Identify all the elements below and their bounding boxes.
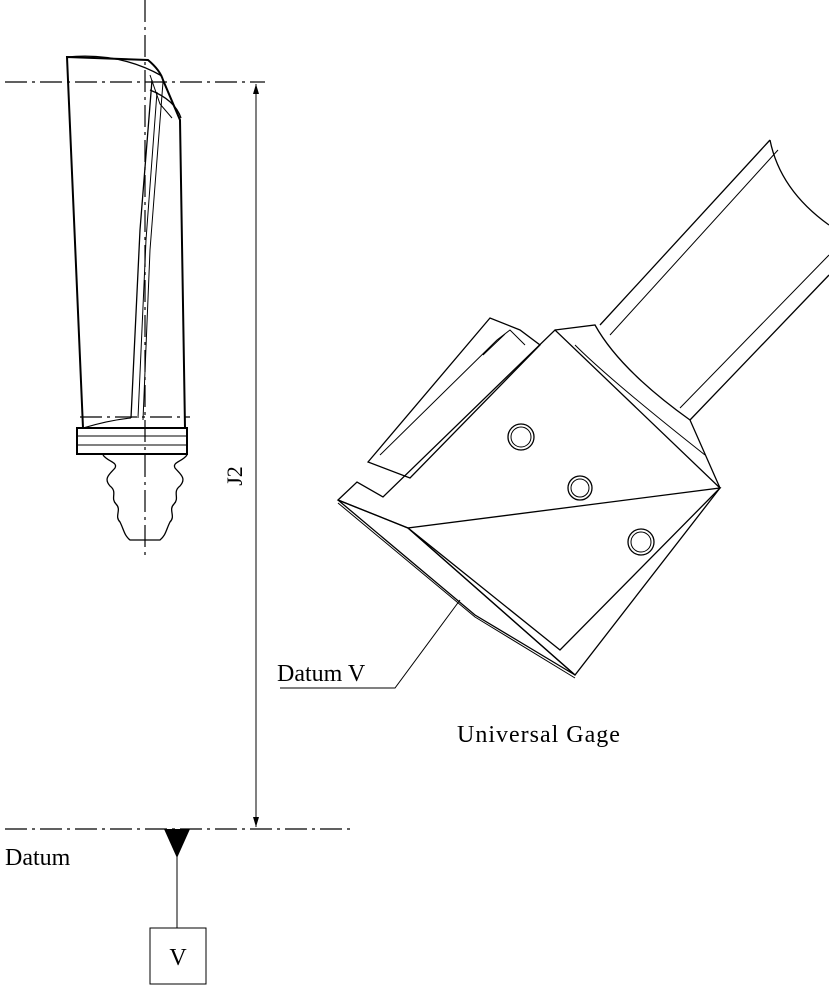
gage-bolt-3-inner xyxy=(630,531,652,553)
blade-fillet xyxy=(82,417,132,429)
blade-tip-edge xyxy=(149,74,173,119)
datum-symbol: V xyxy=(149,829,207,985)
gage-bolt-1 xyxy=(507,423,535,451)
gage-block-edge xyxy=(337,502,576,679)
datum-triangle xyxy=(164,829,190,858)
gage-clamp-slot xyxy=(379,329,526,456)
blade-outline xyxy=(65,55,187,429)
gage-block-top xyxy=(336,329,721,651)
blade-tip-curve xyxy=(66,55,163,77)
gage-label: Universal Gage xyxy=(457,722,621,748)
datum-label: Datum xyxy=(5,845,71,871)
gage-shank-root-inner xyxy=(574,344,706,456)
datum-v-leader xyxy=(280,599,461,689)
datum-frame-letter: V xyxy=(169,945,187,971)
gage-bolt-3 xyxy=(627,528,655,556)
gage-blade-shank xyxy=(599,139,829,421)
datum-v-label: Datum V xyxy=(277,661,366,687)
datum-v-callout: Datum V xyxy=(277,599,461,689)
datum-frame xyxy=(149,927,207,985)
gage-blade-shank-inner xyxy=(609,149,829,409)
universal-gage xyxy=(336,139,829,679)
gage-bolt-2-inner xyxy=(570,478,590,498)
gage-block-front xyxy=(406,487,722,676)
gage-block-side xyxy=(337,499,576,676)
blade-edge-line xyxy=(142,81,164,421)
gage-clamp xyxy=(366,317,541,479)
blade-leading-edge-inner xyxy=(137,91,158,419)
dimension-j2: J2 xyxy=(222,84,259,827)
dimension-label: J2 xyxy=(222,466,247,486)
blade-leading-edge xyxy=(130,79,153,419)
blade-platform xyxy=(76,427,188,455)
gage-bolt-1-inner xyxy=(510,426,532,448)
gage-bolt-2 xyxy=(567,475,593,501)
turbine-blade xyxy=(65,55,188,541)
gage-shank-root xyxy=(554,324,721,489)
blade-tip-inner xyxy=(149,89,182,119)
fir-tree-root xyxy=(102,454,188,541)
